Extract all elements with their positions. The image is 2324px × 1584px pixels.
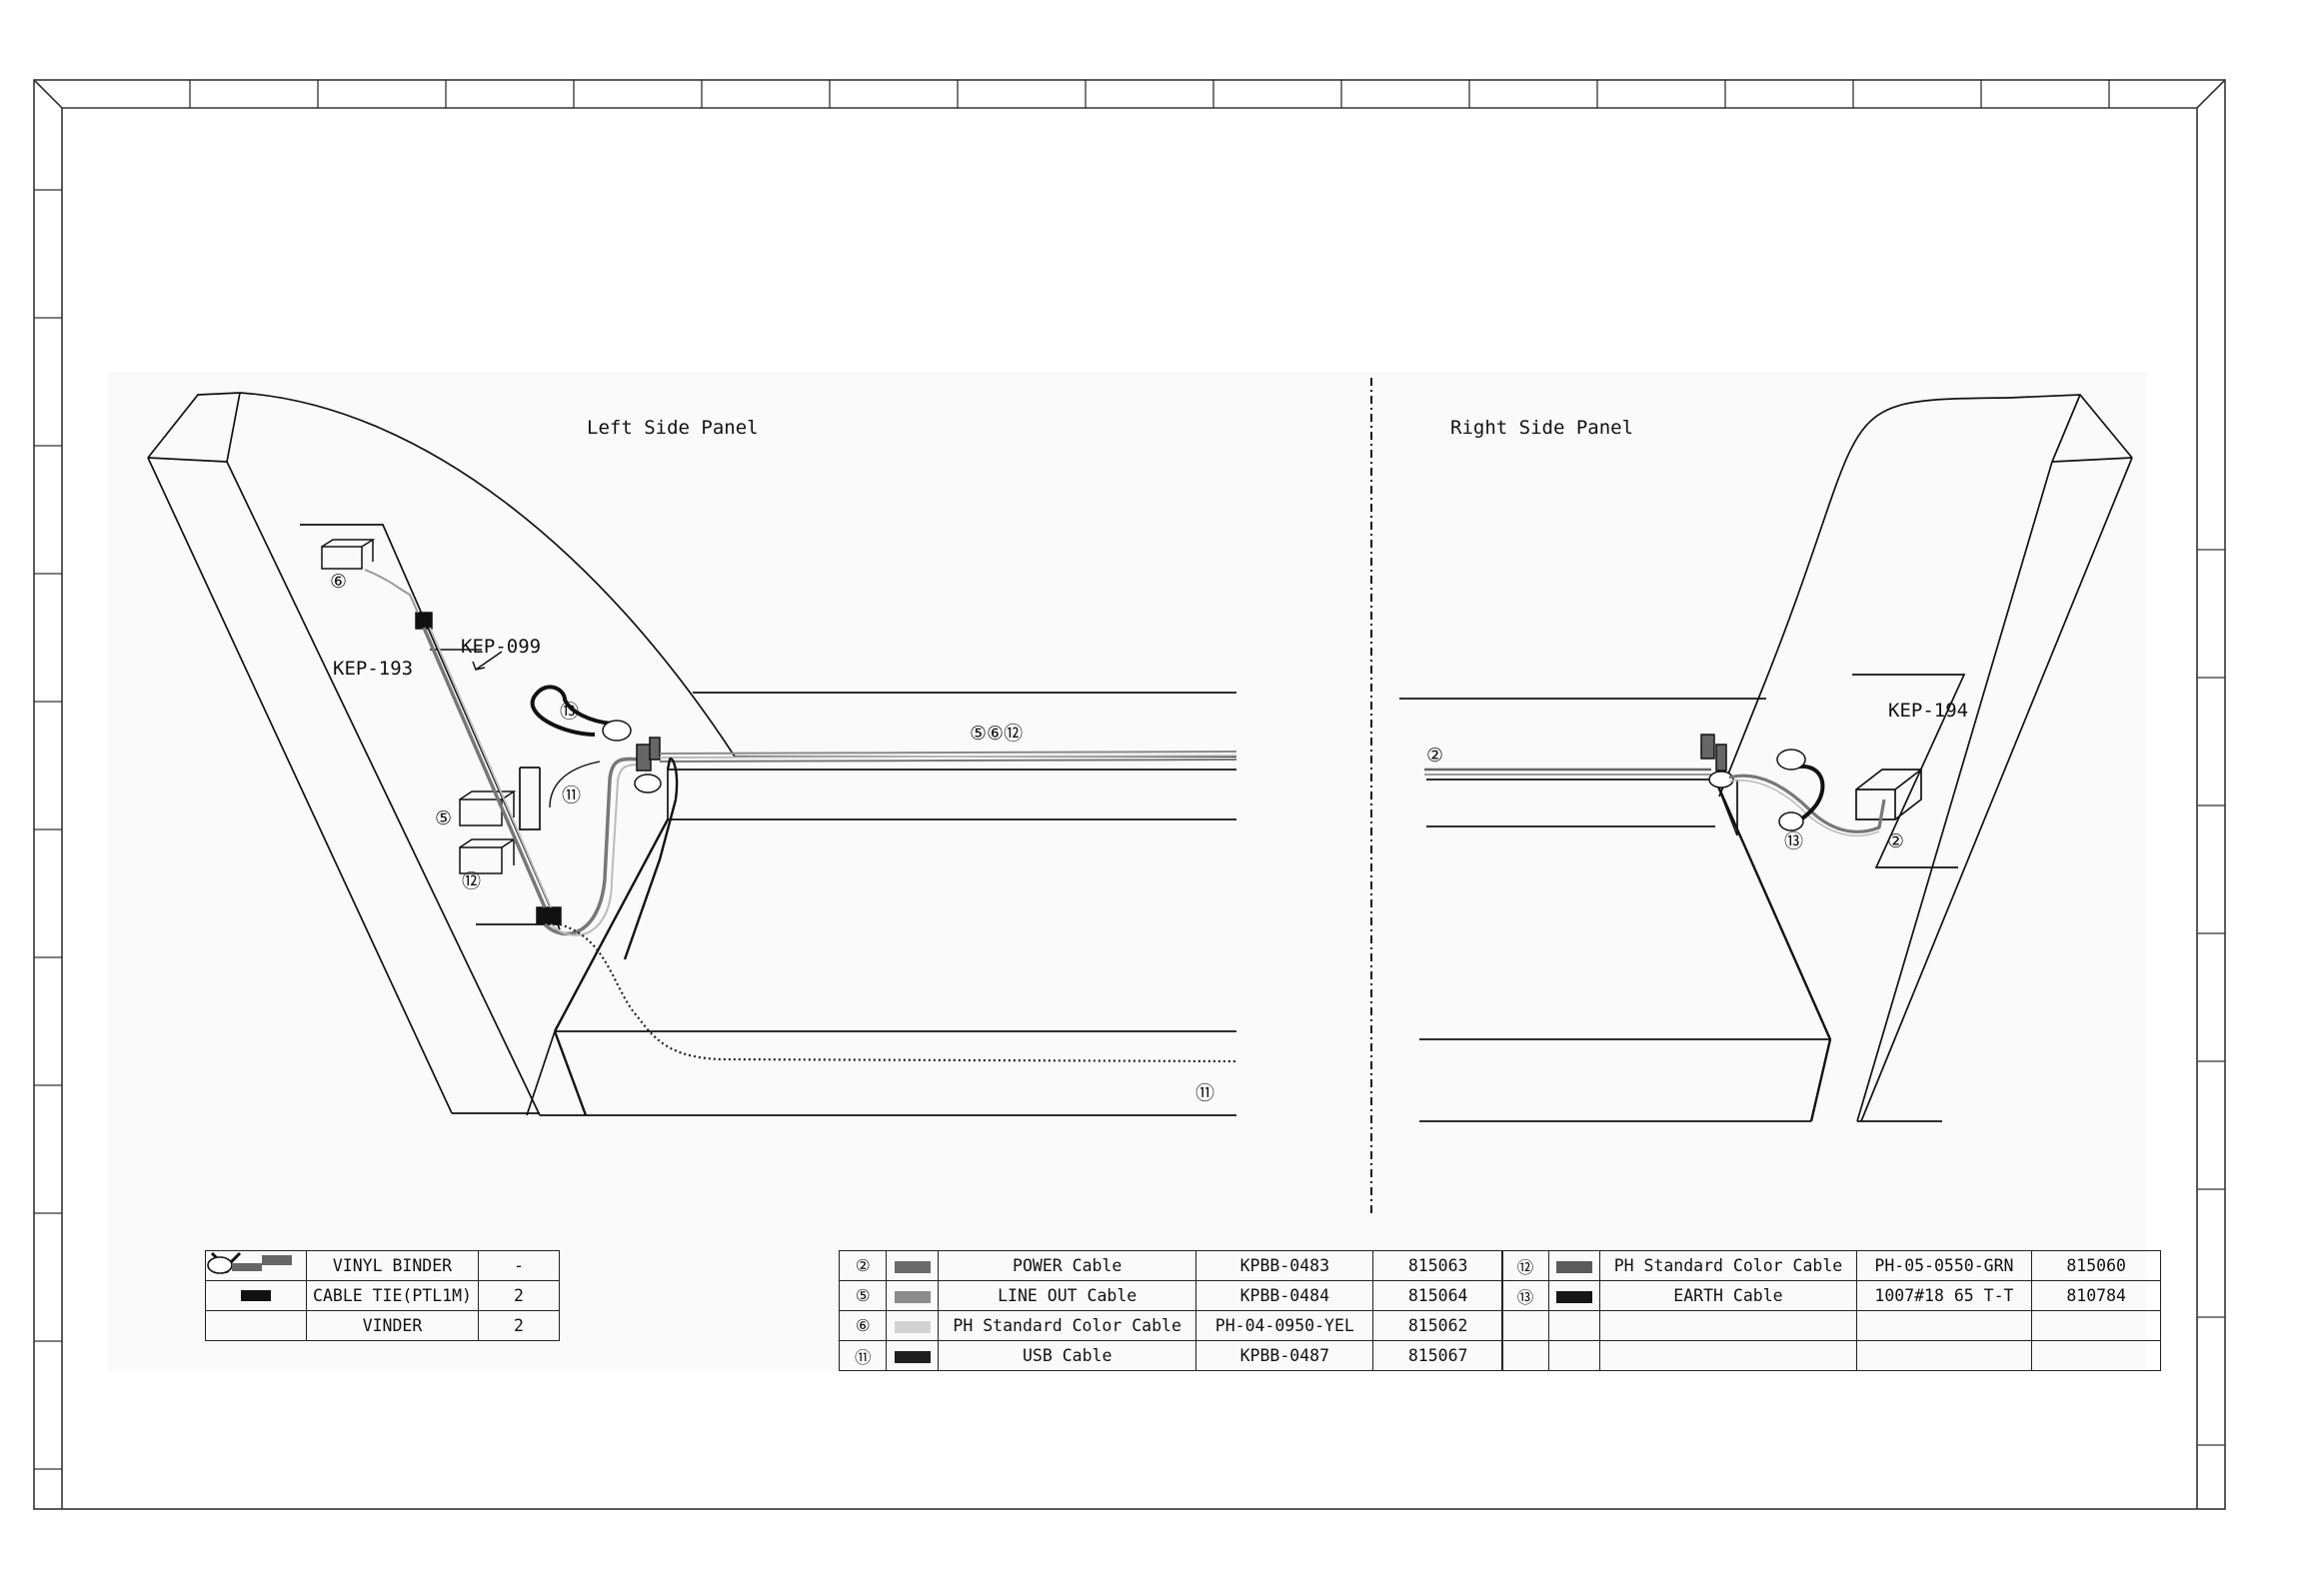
kep-099-label: KEP-099 [461,636,541,658]
callout-5-6-12: ⑤⑥⑫ [970,723,1023,745]
cable-tie-icon [415,612,433,630]
cable-name: PH Standard Color Cable [1599,1250,1857,1281]
legend-item-qty: 2 [477,1310,561,1341]
legend-row: CABLE TIE(PTL1M)2 [204,1280,561,1311]
legend-item-name: CABLE TIE(PTL1M) [306,1280,479,1311]
cable-name [1599,1340,1857,1371]
cable-color-swatch [886,1310,940,1341]
cable-row [1500,1340,2161,1371]
cable-name: POWER Cable [938,1250,1197,1281]
kep-194-label: KEP-194 [1888,700,1968,722]
cable-name [1599,1310,1857,1341]
cable-code: 815064 [1372,1280,1503,1311]
cable-color-swatch [1548,1310,1601,1341]
cable-number: ⑤ [838,1280,888,1311]
cable-number [1500,1340,1550,1371]
cable-number: ⑥ [838,1310,888,1341]
cable-part-number [1855,1310,2033,1341]
cable-tie-icon [204,1280,308,1311]
drawing-frame [33,79,2226,1510]
cable-tie-icon [536,906,562,924]
cable-part-number: 1007#18 65 T-T [1855,1280,2033,1311]
cable-code [2031,1310,2161,1341]
frame-ticks [34,80,2225,1470]
right-panel-title: Right Side Panel [1450,417,1633,439]
cable-color-swatch [1548,1280,1601,1311]
callout-6: ⑥ [330,571,347,593]
cable-name: LINE OUT Cable [938,1280,1197,1311]
kep-193-label: KEP-193 [333,658,413,680]
cable-color-swatch [1548,1250,1601,1281]
right-components [1424,734,1886,837]
connector-box-6 [321,539,376,570]
left-components [321,539,1237,1063]
cable-number: ⑪ [838,1340,888,1371]
cable-code [2031,1340,2161,1371]
cable-part-number [1855,1340,2033,1371]
cable-name: PH Standard Color Cable [938,1310,1197,1341]
cable-part-number: PH-05-0550-GRN [1855,1250,2033,1281]
left-panel-title: Left Side Panel [587,417,759,439]
callout-13-left: ⑬ [560,701,579,723]
cable-number: ⑫ [1500,1250,1550,1281]
cable-color-swatch [1548,1340,1601,1371]
cable-part-number: KPBB-0487 [1195,1340,1374,1371]
diagram-background [108,372,2147,1371]
cable-code: 810784 [2031,1280,2161,1311]
callout-11-left: ⑪ [562,785,581,806]
cable-name: USB Cable [938,1340,1197,1371]
callout-2-right: ② [1426,745,1443,767]
callout-12: ⑫ [462,870,481,892]
callout-13-right: ⑬ [1784,830,1803,852]
cable-part-number: KPBB-0483 [1195,1250,1374,1281]
cable-color-swatch [886,1280,940,1311]
cable-code: 815063 [1372,1250,1503,1281]
cable-name: EARTH Cable [1599,1280,1857,1311]
connector-box-12 [459,838,517,874]
cable-number: ② [838,1250,888,1281]
right-side-panel [1399,394,2133,1122]
cable-color-swatch [886,1250,940,1281]
cable-code: 815060 [2031,1250,2161,1281]
callout-2-right-b: ② [1887,830,1904,852]
cable-code: 815062 [1372,1310,1503,1341]
connector-box-kep194 [1855,769,1922,820]
legend-item-name: VINYL BINDER [306,1250,479,1281]
callout-11-bottom: ⑪ [1195,1082,1214,1104]
legend-item-qty: 2 [477,1280,561,1311]
callout-5: ⑤ [435,807,452,829]
vinder-icon [204,1254,308,1341]
cable-color-swatch [886,1340,940,1371]
cable-row [1500,1310,2161,1341]
cable-number: ⑬ [1500,1280,1550,1311]
cable-code: 815067 [1372,1340,1503,1371]
legend-item-name: VINDER [306,1310,479,1341]
legend-item-qty: - [477,1250,561,1281]
cable-part-number: PH-04-0950-YEL [1195,1310,1374,1341]
cable-number [1500,1310,1550,1341]
cable-part-number: KPBB-0484 [1195,1280,1374,1311]
